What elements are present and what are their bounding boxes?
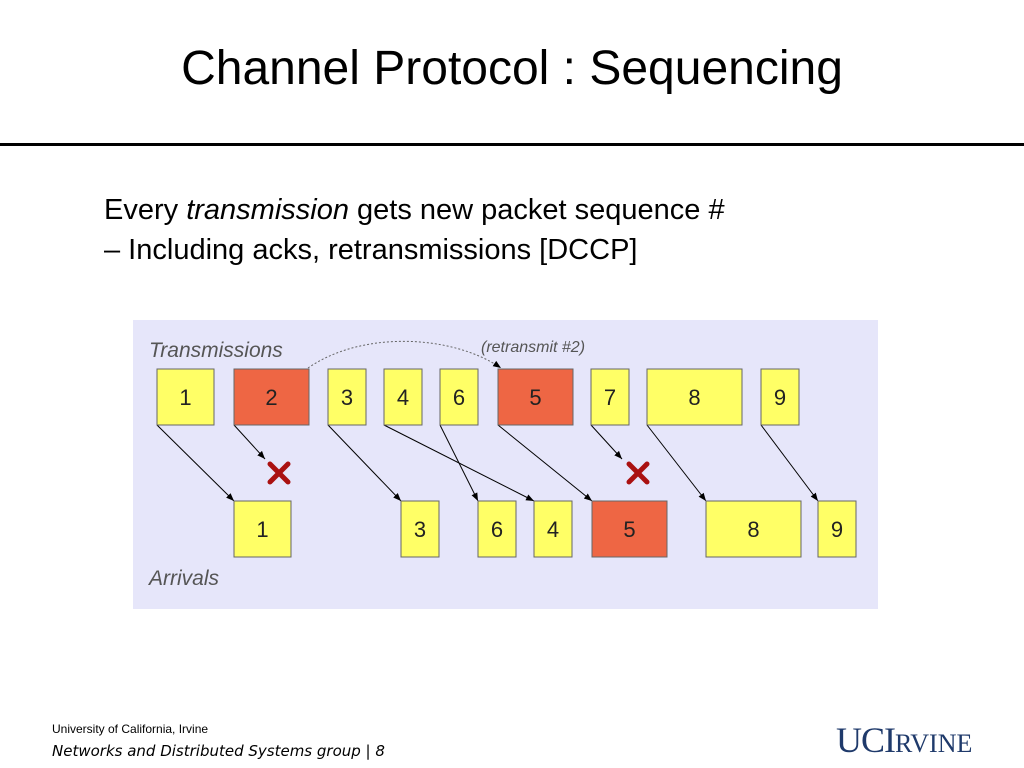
bullet-prefix: Every <box>104 194 187 226</box>
bullet-emphasis: transmission <box>186 194 349 226</box>
transmission-packet-label: 4 <box>397 385 409 410</box>
arrivals-label: Arrivals <box>147 567 220 590</box>
delivery-arrow <box>646 424 707 502</box>
arrival-packet-label: 3 <box>414 517 426 542</box>
delivery-arrow <box>327 424 402 502</box>
bullet-suffix: gets new packet sequence # <box>348 194 725 226</box>
transmission-packet-2 <box>233 368 310 426</box>
loss-x-icon <box>267 461 291 485</box>
transmissions-label: Transmissions <box>149 339 283 362</box>
loss-marks <box>267 461 650 485</box>
delivery-arrow <box>439 424 479 502</box>
transmission-packet-label: 1 <box>179 385 191 410</box>
footer-university: University of California, Irvine <box>52 722 209 736</box>
arrival-packet-label: 9 <box>831 517 843 542</box>
lost-arrow <box>590 424 623 460</box>
transmission-packet-7 <box>590 368 630 426</box>
arrival-packet-label: 1 <box>256 517 268 542</box>
loss-x-icon <box>626 461 650 485</box>
title-divider <box>0 143 1024 146</box>
sequencing-diagram: Transmissions Arrivals (retransmit #2) 1… <box>133 320 878 609</box>
transmission-packet-label: 3 <box>341 385 353 410</box>
arrival-packet-label: 5 <box>623 517 635 542</box>
sub-bullet-point: – Including acks, retransmissions [DCCP] <box>104 234 638 266</box>
transmission-packet-label: 6 <box>453 385 465 410</box>
transmission-packet-label: 5 <box>529 385 541 410</box>
transmission-packet-5 <box>497 368 574 426</box>
transmission-packet-4 <box>383 368 423 426</box>
arrows <box>156 424 819 502</box>
arrivals-row: 1 3 6 4 5 8 9 <box>233 500 857 558</box>
transmission-packet-8 <box>646 368 743 426</box>
uci-logo: UCIRVINE <box>836 722 972 758</box>
arrival-packet-6 <box>477 500 517 558</box>
delivery-arrow <box>760 424 819 502</box>
delivery-arrow <box>497 424 593 502</box>
bullet-point: Every transmission gets new packet seque… <box>104 192 725 228</box>
logo-irvine: RVINE <box>895 729 973 758</box>
arrival-packet-5 <box>591 500 668 558</box>
arrival-packet-label: 6 <box>491 517 503 542</box>
lost-arrow <box>233 424 266 460</box>
delivery-arrow <box>156 424 235 502</box>
arrival-packet-3 <box>400 500 440 558</box>
transmission-packet-1 <box>156 368 215 426</box>
transmission-packet-6 <box>439 368 479 426</box>
arrival-packet-1 <box>233 500 292 558</box>
diagram-background <box>133 320 878 609</box>
arrival-packet-label: 4 <box>547 517 559 542</box>
transmission-packet-9 <box>760 368 800 426</box>
arrival-packet-9 <box>817 500 857 558</box>
retransmit-arrow <box>307 340 502 369</box>
arrival-packet-4 <box>533 500 573 558</box>
retransmit-label: (retransmit #2) <box>481 339 585 356</box>
transmission-packet-label: 2 <box>265 385 277 410</box>
arrival-packet-8 <box>705 500 802 558</box>
slide-title: Channel Protocol : Sequencing <box>181 42 843 95</box>
transmission-packet-label: 8 <box>688 385 700 410</box>
arrival-packet-label: 8 <box>747 517 759 542</box>
footer-group: Networks and Distributed Systems group |… <box>52 742 385 760</box>
transmission-packet-label: 9 <box>774 385 786 410</box>
logo-uci: UCI <box>836 720 896 760</box>
transmissions-row: 1 2 3 4 6 5 7 8 9 <box>156 368 800 426</box>
transmission-packet-label: 7 <box>604 385 616 410</box>
transmission-packet-3 <box>327 368 367 426</box>
